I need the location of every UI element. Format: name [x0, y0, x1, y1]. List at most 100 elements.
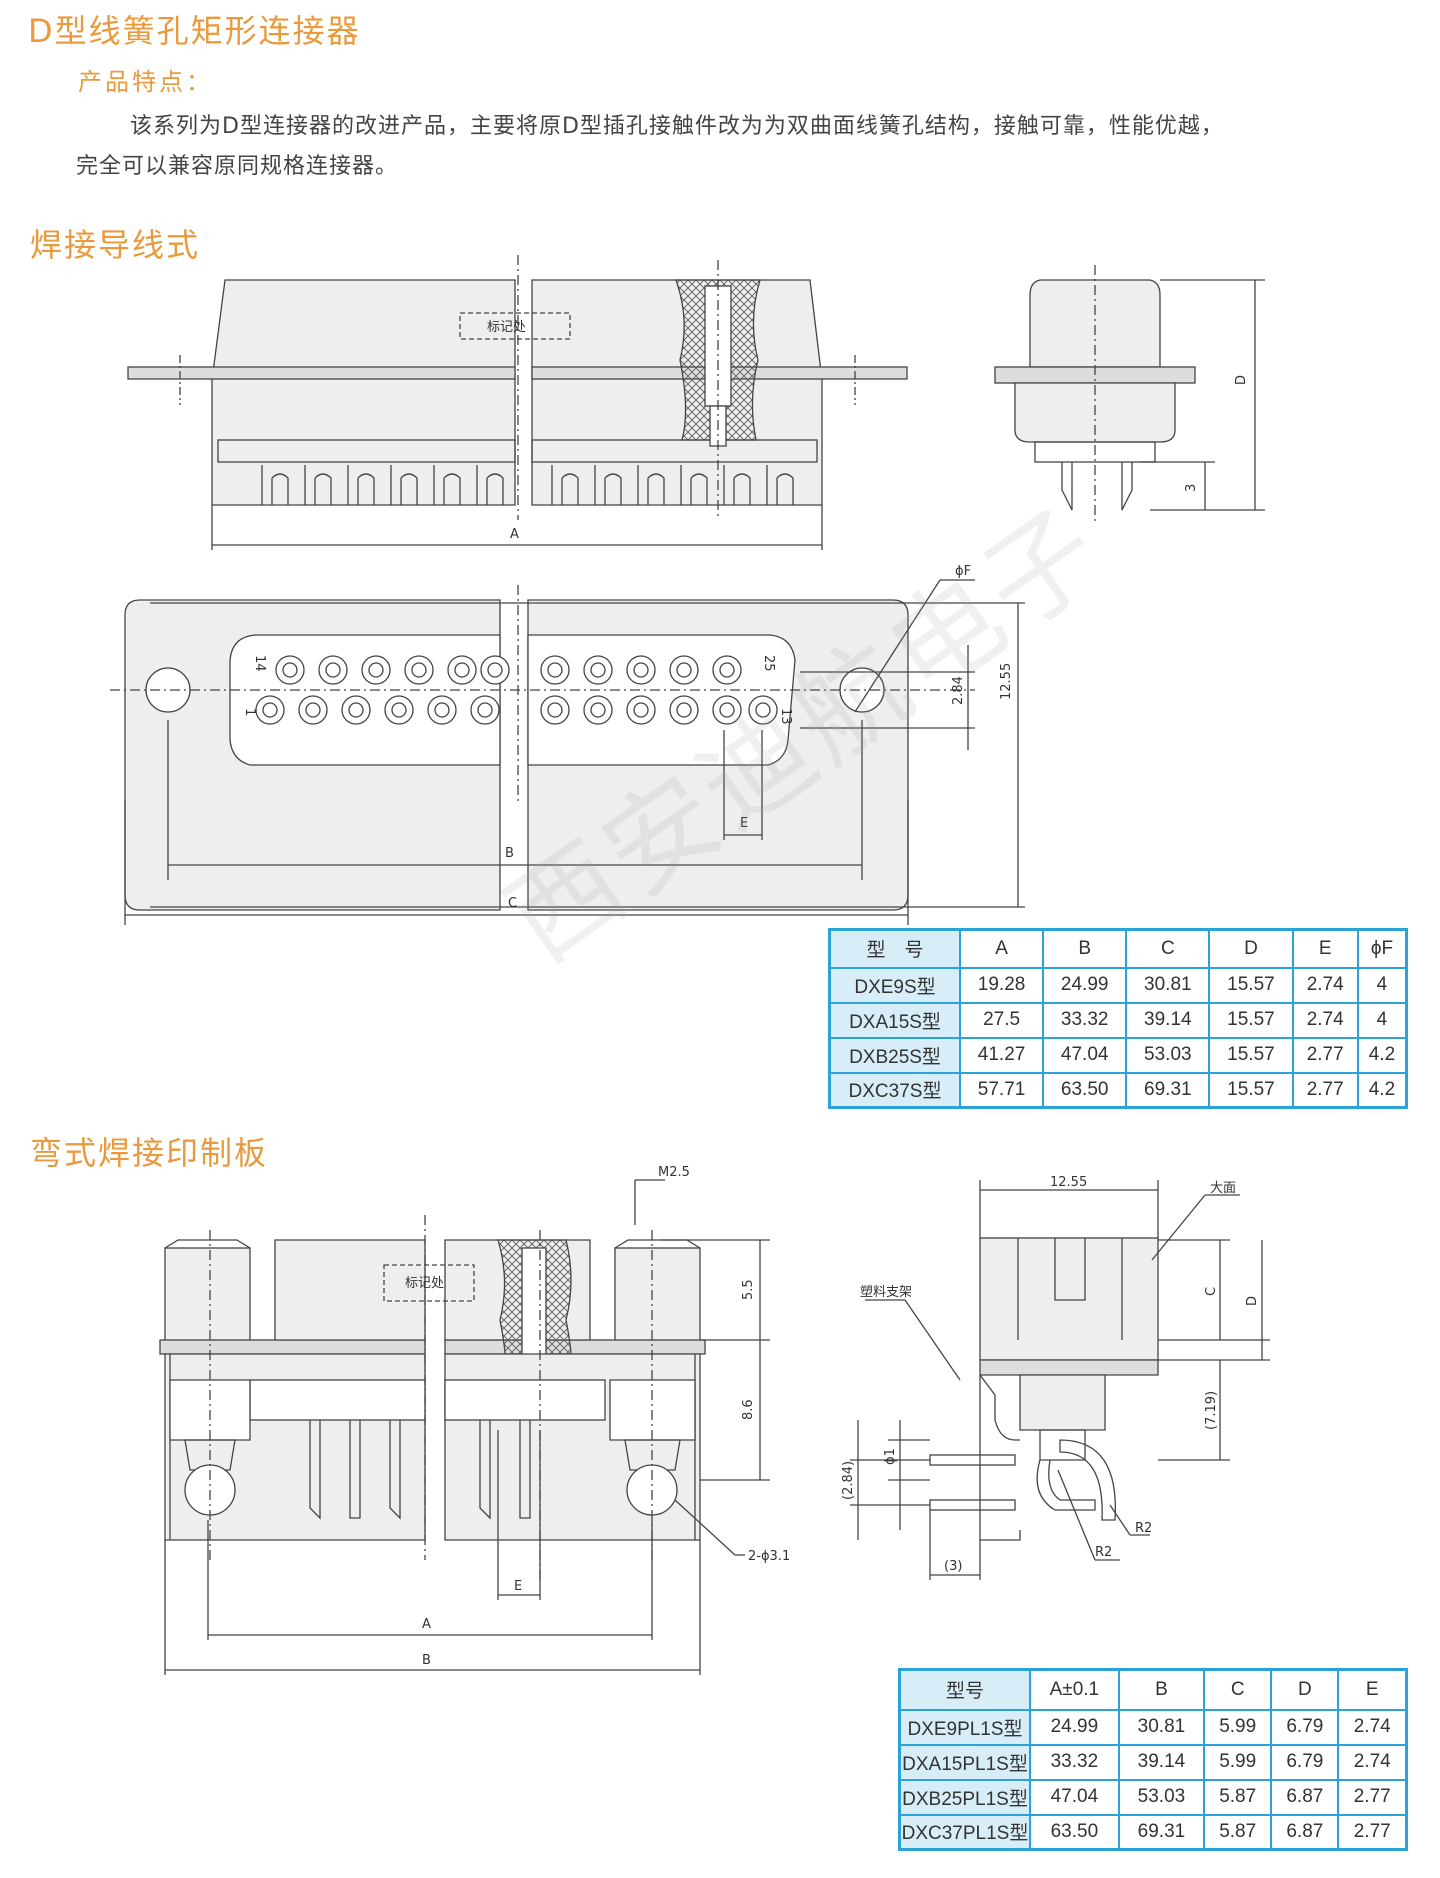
dim-55-label: 5.5 [741, 1279, 756, 1300]
dim-719-label: (7.19) [1204, 1391, 1219, 1430]
dim-86-label: 8.6 [741, 1399, 756, 1420]
pin-25-label: 25 [761, 655, 776, 672]
r2-label-a: R2 [1135, 1521, 1152, 1536]
table-cell: 30.81 [1125, 966, 1211, 1004]
table-cell: 6.87 [1270, 1813, 1340, 1851]
pcb-front-view-drawing [159, 1179, 770, 1675]
section-title-solder-wire: 焊接导线式 [30, 226, 201, 264]
table-row: DXE9S型 19.28 24.99 30.81 15.57 2.74 4 [828, 966, 1408, 1004]
table-cell: 47.04 [1029, 1778, 1120, 1816]
dim-d-label: D [1234, 375, 1249, 385]
pcb-dim-a-label: A [422, 1617, 431, 1632]
table-cell: DXA15S型 [828, 1001, 961, 1039]
table-cell: 39.14 [1117, 1743, 1206, 1781]
table-cell: 57.71 [958, 1071, 1045, 1109]
table-cell: 2.74 [1337, 1708, 1408, 1746]
table-cell: 4.2 [1356, 1071, 1408, 1109]
table-row: DXB25PL1S型 47.04 53.03 5.87 6.87 2.77 [898, 1778, 1408, 1816]
table1-header-c: C [1125, 928, 1211, 969]
table-cell: 5.87 [1203, 1778, 1273, 1816]
table-cell: 15.57 [1208, 1001, 1294, 1039]
dim-e-label: E [740, 816, 748, 831]
table-row: DXB25S型 41.27 47.04 53.03 15.57 2.77 4.2 [828, 1036, 1408, 1074]
table-cell: 69.31 [1117, 1813, 1206, 1851]
table-cell: 15.57 [1208, 1071, 1294, 1109]
table-cell: 41.27 [958, 1036, 1045, 1074]
table2-header-c: C [1203, 1668, 1273, 1711]
contact-pins-row [261, 465, 794, 505]
contact-holes [255, 655, 778, 725]
table-cell: 2.74 [1291, 1001, 1359, 1039]
table2-header-d: D [1270, 1668, 1340, 1711]
table-cell: DXE9S型 [828, 966, 961, 1004]
table-cell: 5.99 [1203, 1708, 1273, 1746]
table2-header-e: E [1337, 1668, 1408, 1711]
table-cell: 15.57 [1208, 966, 1294, 1004]
pcb-dim-e-label: E [514, 1579, 522, 1594]
mark-label: 标记处 [487, 320, 526, 335]
page-title: D型线簧孔矩形连接器 [28, 12, 361, 50]
pin-13-label: 13 [778, 708, 793, 725]
pcb-dim-d-label: D [1245, 1296, 1260, 1306]
table-cell: 39.14 [1125, 1001, 1211, 1039]
table-cell: DXB25PL1S型 [898, 1778, 1031, 1816]
table1-header-e: E [1291, 928, 1359, 969]
r2-label-b: R2 [1095, 1545, 1112, 1560]
table-cell: 2.77 [1291, 1036, 1359, 1074]
table1-header-a: A [958, 928, 1045, 969]
phi1-label: ϕ1 [883, 1448, 898, 1465]
table-cell: 53.03 [1117, 1778, 1206, 1816]
table-cell: 5.99 [1203, 1743, 1273, 1781]
pcb-dim-c-label: C [1204, 1287, 1219, 1296]
dim-284-label: 2.84 [951, 676, 966, 705]
table-cell: 27.5 [958, 1001, 1045, 1039]
features-label: 产品特点： [78, 68, 213, 96]
table-cell: 63.50 [1029, 1813, 1120, 1851]
table-cell: 2.77 [1337, 1778, 1408, 1816]
table-cell: DXC37S型 [828, 1071, 961, 1109]
pcb-dim-1255-label: 12.55 [1050, 1175, 1087, 1190]
dim-b-label: B [505, 846, 514, 861]
side-view-drawing [994, 265, 1265, 525]
table-row: DXC37PL1S型 63.50 69.31 5.87 6.87 2.77 [898, 1813, 1408, 1851]
dim-3-label: 3 [1184, 484, 1199, 492]
table-row: DXA15S型 27.5 33.32 39.14 15.57 2.74 4 [828, 1001, 1408, 1039]
table-cell: 63.50 [1042, 1071, 1128, 1109]
section-title-bent-pcb: 弯式焊接印制板 [30, 1134, 269, 1172]
table-cell: 47.04 [1042, 1036, 1128, 1074]
table-cell: 6.79 [1270, 1743, 1340, 1781]
spec-table-bent-pcb: 型号 A±0.1 B C D E DXE9PL1S型 24.99 30.81 5… [898, 1668, 1408, 1851]
table-cell: DXE9PL1S型 [898, 1708, 1031, 1746]
front-view-drawing [127, 255, 908, 550]
description-line-2: 完全可以兼容原同规格连接器。 [76, 154, 399, 179]
table-cell: 5.87 [1203, 1813, 1273, 1851]
pcb-dim-284-label: (2.84) [841, 1461, 856, 1500]
table-cell: 69.31 [1125, 1071, 1211, 1109]
table-cell: 2.77 [1337, 1813, 1408, 1851]
table1-header-model: 型 号 [828, 928, 961, 969]
pcb-dim-b-label: B [422, 1653, 431, 1668]
table-row: DXA15PL1S型 33.32 39.14 5.99 6.79 2.74 [898, 1743, 1408, 1781]
table2-header-model: 型号 [898, 1668, 1031, 1711]
dim-1255-label: 12.55 [999, 663, 1014, 700]
table-cell: 6.87 [1270, 1778, 1340, 1816]
table1-header-d: D [1208, 928, 1294, 969]
table-cell: 24.99 [1042, 966, 1128, 1004]
table1-header-b: B [1042, 928, 1128, 969]
table-cell: DXC37PL1S型 [898, 1813, 1031, 1851]
dim-3-paren-label: (3) [944, 1559, 962, 1574]
table-cell: 4 [1356, 1001, 1408, 1039]
pcb-side-view-drawing [850, 1180, 1270, 1580]
description-line-1: 该系列为D型连接器的改进产品，主要将原D型插孔接触件改为为双曲面线簧孔结构，接触… [130, 114, 1224, 139]
table-cell: 4 [1356, 966, 1408, 1004]
table-cell: DXA15PL1S型 [898, 1743, 1031, 1781]
table2-header-b: B [1117, 1668, 1206, 1711]
table-cell: 2.74 [1337, 1743, 1408, 1781]
table-cell: 19.28 [958, 966, 1045, 1004]
m25-label: M2.5 [658, 1165, 690, 1180]
big-face-label: 大面 [1210, 1181, 1236, 1196]
pcb-mark-label: 标记处 [405, 1276, 444, 1291]
table-cell: 33.32 [1042, 1001, 1128, 1039]
table-cell: 24.99 [1029, 1708, 1120, 1746]
